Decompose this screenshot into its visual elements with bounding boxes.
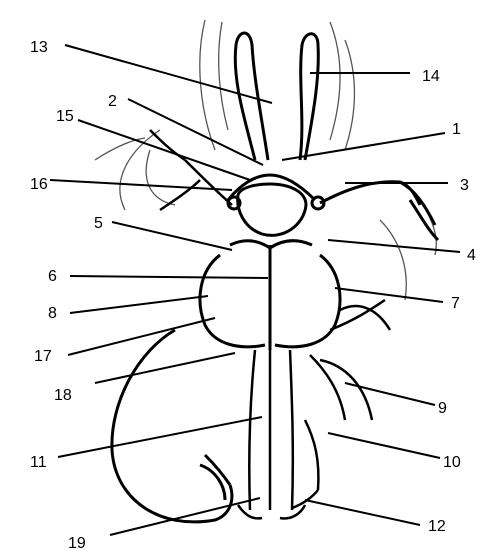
background-tissue (95, 20, 436, 300)
leader-7 (335, 288, 443, 302)
label-7: 7 (451, 295, 460, 312)
leader-10 (328, 433, 440, 458)
label-19: 19 (68, 535, 86, 551)
figure-labels: 13 14 2 1 15 3 16 5 4 6 7 8 17 18 9 11 1… (30, 39, 476, 551)
right-branch (320, 182, 438, 240)
label-17: 17 (34, 348, 52, 365)
leader-9 (345, 383, 435, 405)
label-16: 16 (30, 176, 48, 193)
leader-12 (305, 500, 420, 525)
leader-18 (95, 353, 235, 383)
label-6: 6 (48, 268, 57, 285)
label-18: 18 (54, 387, 72, 404)
spinal-cord (238, 350, 305, 518)
label-10: 10 (443, 454, 461, 471)
leader-11 (58, 417, 262, 457)
label-8: 8 (48, 305, 57, 322)
leader-lines (50, 45, 460, 535)
optic-region (228, 175, 324, 235)
label-3: 3 (460, 177, 469, 194)
leader-16 (50, 180, 232, 190)
label-14: 14 (422, 68, 440, 85)
leader-17 (68, 318, 215, 355)
label-4: 4 (467, 247, 476, 264)
leader-8 (70, 296, 208, 313)
leader-13 (65, 45, 272, 103)
label-5: 5 (94, 215, 103, 232)
right-nerves (292, 300, 390, 508)
leader-4 (328, 240, 460, 252)
label-2: 2 (108, 93, 117, 110)
label-9: 9 (438, 400, 447, 417)
label-15: 15 (56, 108, 74, 125)
label-1: 1 (452, 121, 461, 138)
label-12: 12 (428, 518, 446, 535)
leader-19 (110, 498, 260, 535)
leader-15 (78, 120, 250, 180)
label-11: 11 (30, 454, 47, 471)
leader-6 (70, 276, 268, 278)
leader-5 (112, 222, 232, 250)
brain-body (200, 241, 340, 350)
label-13: 13 (30, 39, 48, 56)
